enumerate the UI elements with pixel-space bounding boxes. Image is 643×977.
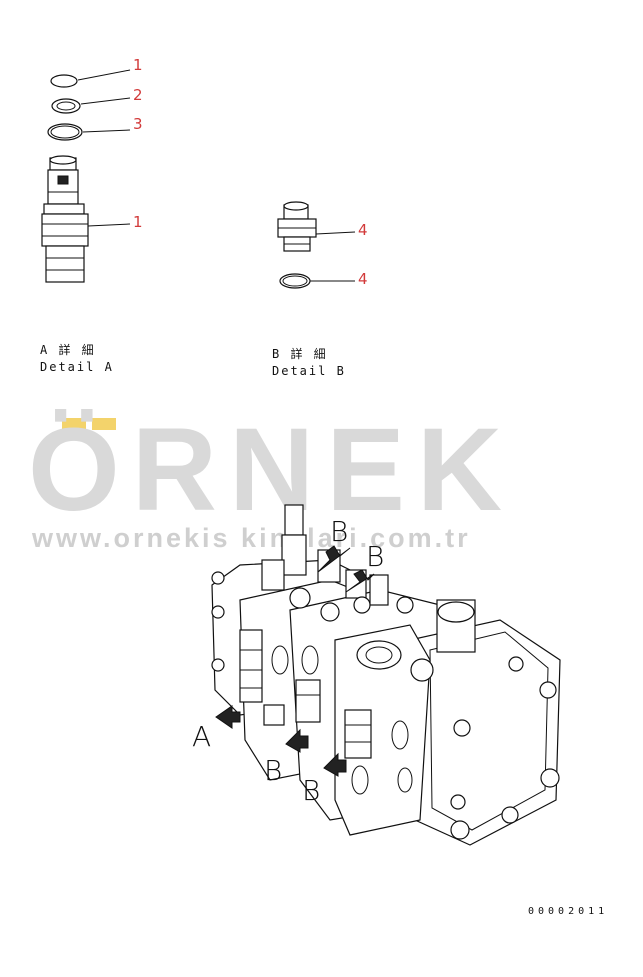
callout-2: 2 <box>133 86 143 104</box>
view-arrow-b-top1 <box>317 545 351 573</box>
watermark: ÖRNEK www.ornekis kinalari.com.tr <box>28 404 514 553</box>
view-label-b1: B <box>264 754 282 787</box>
drawing-number: 00002011 <box>528 906 608 917</box>
callout-4b: 4 <box>358 270 368 288</box>
callout-1b: 1 <box>133 213 143 231</box>
detail-b-en: Detail B <box>272 364 346 378</box>
watermark-accent-left <box>62 418 86 430</box>
view-arrow-b2 <box>323 752 347 777</box>
part-plug-disc <box>50 74 78 88</box>
control-valve-assembly <box>211 504 561 846</box>
detail-b-jp: B 詳 細 <box>272 346 328 361</box>
leader-lines-a <box>77 69 131 227</box>
detail-a-en: Detail A <box>40 360 114 374</box>
part-o-ring-b <box>279 273 311 289</box>
view-label-b-top2: B <box>366 540 384 573</box>
view-arrow-b-top2 <box>345 569 375 593</box>
view-arrow-b1 <box>285 728 309 753</box>
callout-4: 4 <box>358 221 368 239</box>
watermark-accent-right <box>92 418 116 430</box>
watermark-brand: ÖRNEK <box>28 404 514 536</box>
view-label-b2: B <box>302 774 320 807</box>
detail-a-jp: A 詳 細 <box>40 342 96 357</box>
part-plug-b <box>277 201 317 252</box>
part-washer <box>51 98 81 114</box>
part-relief-cartridge <box>41 155 89 283</box>
leader-lines-b <box>310 231 356 282</box>
view-label-a: A <box>192 720 211 753</box>
callout-3: 3 <box>133 115 143 133</box>
callout-1: 1 <box>133 56 143 74</box>
view-label-b-top1: B <box>330 515 348 548</box>
part-o-ring-a <box>47 123 83 141</box>
view-arrow-a <box>215 705 241 729</box>
watermark-url: www.ornekis kinalari.com.tr <box>31 523 471 553</box>
